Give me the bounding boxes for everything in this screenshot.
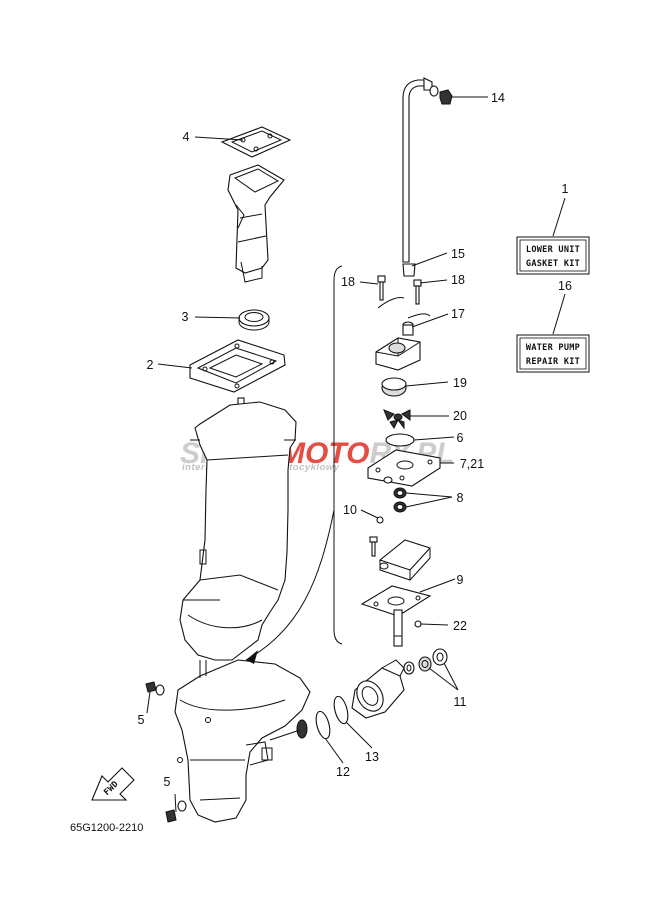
callout-8: 8 bbox=[457, 491, 464, 505]
callout-1: 1 bbox=[562, 182, 569, 196]
insert-cartridge-17 bbox=[402, 321, 414, 336]
drive-shaft-stub bbox=[393, 609, 403, 647]
callout-5b: 5 bbox=[164, 775, 171, 789]
propeller-shaft-housing bbox=[351, 659, 405, 719]
callout-11: 11 bbox=[454, 695, 467, 709]
callout-5a: 5 bbox=[138, 713, 145, 727]
impeller-20 bbox=[383, 409, 411, 430]
callout-9: 9 bbox=[457, 573, 464, 587]
callout-10: 10 bbox=[343, 503, 357, 517]
callout-22: 22 bbox=[453, 619, 467, 633]
callout-7-21: 7,21 bbox=[460, 457, 484, 471]
o-ring-13 bbox=[333, 695, 349, 725]
drain-screws-5 bbox=[145, 681, 187, 823]
grommet-14 bbox=[429, 85, 453, 105]
oil-seals-8 bbox=[393, 487, 407, 513]
callout-14: 14 bbox=[491, 91, 505, 105]
callout-6: 6 bbox=[457, 431, 464, 445]
exhaust-guide-part bbox=[220, 126, 292, 283]
water-guide-body bbox=[227, 164, 285, 274]
gasket-4-shape bbox=[220, 126, 292, 158]
clip-right bbox=[407, 313, 431, 319]
water-pump-repair-kit-box: WATER PUMP REPAIR KIT bbox=[516, 334, 590, 373]
oil-seal-3 bbox=[238, 309, 270, 331]
callout-2: 2 bbox=[147, 358, 154, 372]
pump-housing bbox=[375, 337, 421, 371]
callout-numbers: 4 3 2 5 5 14 1 15 16 18 18 17 19 20 6 7,… bbox=[138, 91, 572, 789]
water-pump-kit-line2: REPAIR KIT bbox=[526, 357, 580, 367]
callout-12: 12 bbox=[336, 765, 350, 779]
gasket-6 bbox=[385, 433, 415, 447]
callout-3: 3 bbox=[182, 310, 189, 324]
o-ring-10 bbox=[376, 516, 384, 524]
lower-unit-kit-line1: LOWER UNIT bbox=[526, 245, 580, 255]
pin-22 bbox=[414, 620, 422, 628]
fwd-arrow: FWD bbox=[91, 767, 135, 801]
grommet-15 bbox=[402, 263, 416, 277]
lower-unit-gasket-kit-box: LOWER UNIT GASKET KIT bbox=[516, 236, 590, 275]
water-tube bbox=[402, 77, 433, 263]
cartridge-19 bbox=[381, 377, 407, 397]
clip-left bbox=[377, 297, 405, 309]
lower-unit-kit-line2: GASKET KIT bbox=[526, 259, 580, 269]
bolt-pin bbox=[369, 536, 378, 557]
gasket-2 bbox=[189, 339, 286, 393]
upper-casing bbox=[179, 397, 297, 661]
gasket-9 bbox=[360, 585, 432, 617]
callout-18b: 18 bbox=[451, 273, 465, 287]
callout-19: 19 bbox=[453, 376, 467, 390]
leader-lines bbox=[146, 96, 566, 813]
propeller-shaft-bushing bbox=[269, 719, 308, 741]
lower-casing bbox=[174, 659, 311, 823]
callout-17: 17 bbox=[451, 307, 465, 321]
drawing-code: 65G1200-2210 bbox=[70, 822, 143, 834]
water-pump-kit-line1: WATER PUMP bbox=[526, 343, 580, 353]
callout-18a: 18 bbox=[341, 275, 355, 289]
callout-4: 4 bbox=[183, 130, 190, 144]
bolts-18 bbox=[377, 275, 422, 305]
o-ring-12 bbox=[315, 710, 331, 740]
oil-seal-housing bbox=[378, 539, 431, 581]
callout-20: 20 bbox=[453, 409, 467, 423]
callout-16: 16 bbox=[558, 279, 572, 293]
dowel-8 bbox=[383, 476, 393, 484]
bearings-11 bbox=[403, 648, 448, 675]
callout-15: 15 bbox=[451, 247, 465, 261]
assembly-bracket bbox=[245, 265, 343, 664]
watermark-brand-part2: MOTO bbox=[280, 437, 369, 470]
callout-13: 13 bbox=[365, 750, 379, 764]
